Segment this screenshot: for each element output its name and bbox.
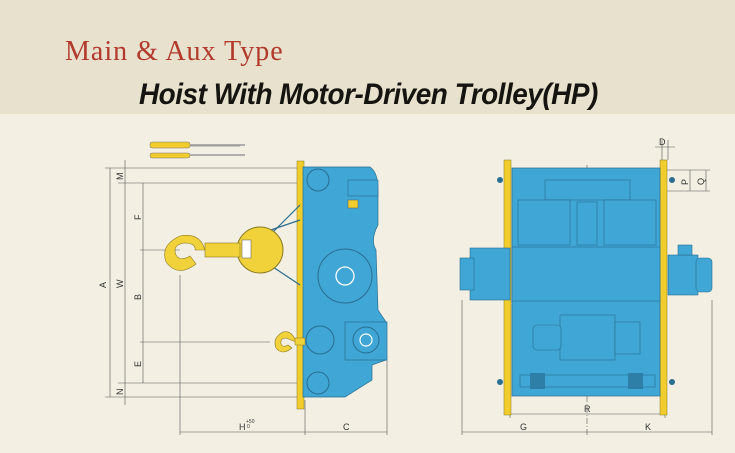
svg-text:H: H — [239, 422, 246, 432]
svg-text:K: K — [645, 422, 651, 432]
drum — [511, 246, 661, 302]
hoist-motor — [667, 254, 699, 296]
front-view-labels: D P Q R G K — [520, 137, 706, 432]
svg-text:B: B — [133, 294, 143, 300]
svg-text:N: N — [115, 389, 125, 396]
main-hook — [164, 235, 206, 271]
pendant-controls — [149, 141, 245, 159]
svg-text:D: D — [659, 137, 666, 147]
header-band — [0, 0, 735, 114]
svg-text:Q: Q — [696, 178, 706, 185]
drum — [317, 248, 373, 304]
side-view — [164, 160, 388, 410]
svg-text:P: P — [680, 179, 690, 185]
svg-text:G: G — [520, 422, 527, 432]
svg-text:F: F — [133, 214, 143, 220]
svg-text:0: 0 — [247, 424, 250, 430]
svg-text:+50: +50 — [246, 419, 255, 425]
rail-right — [659, 159, 668, 416]
trolley-motor — [559, 314, 616, 361]
gearbox — [469, 247, 511, 301]
front-view — [459, 159, 713, 416]
svg-text:E: E — [133, 361, 143, 367]
side-view-labels: A W M F B E N H +50 0 C — [98, 173, 350, 433]
svg-text:M: M — [115, 173, 125, 181]
svg-text:C: C — [343, 422, 350, 432]
svg-text:R: R — [584, 404, 591, 414]
aux-hook — [274, 331, 297, 353]
page-title: Main & Aux Type — [65, 36, 284, 67]
page-subtitle: Hoist With Motor-Driven Trolley(HP) — [139, 78, 598, 111]
svg-text:A: A — [98, 282, 108, 288]
svg-text:W: W — [115, 279, 125, 288]
